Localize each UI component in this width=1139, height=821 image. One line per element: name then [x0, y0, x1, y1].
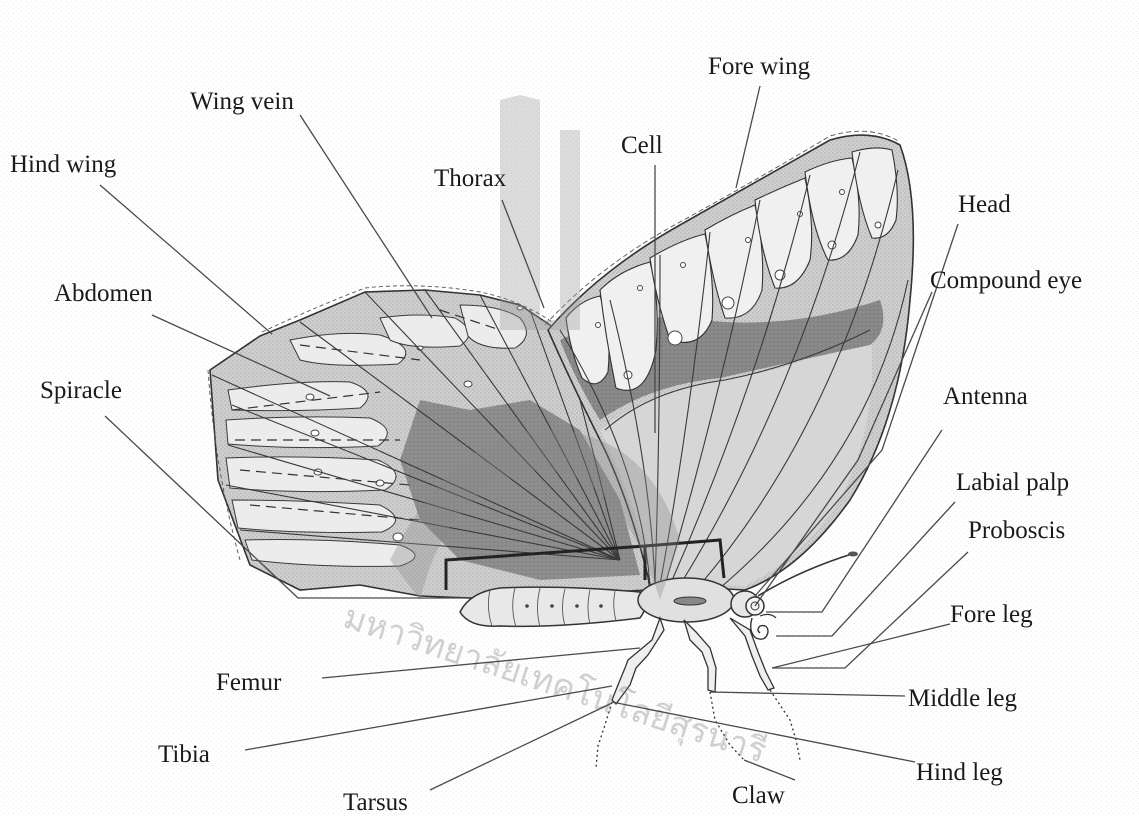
label-fore-wing: Fore wing	[708, 53, 811, 80]
label-spiracle: Spiracle	[40, 377, 122, 404]
label-femur: Femur	[216, 669, 282, 696]
label-head: Head	[958, 191, 1011, 218]
label-claw: Claw	[732, 782, 785, 809]
label-proboscis: Proboscis	[968, 517, 1065, 544]
label-middle-leg: Middle leg	[908, 685, 1018, 712]
label-abdomen: Abdomen	[54, 280, 153, 307]
label-tibia: Tibia	[158, 741, 210, 768]
label-fore-leg: Fore leg	[950, 601, 1033, 628]
label-tarsus: Tarsus	[343, 789, 408, 816]
label-hind-wing: Hind wing	[10, 151, 117, 178]
label-antenna: Antenna	[943, 383, 1028, 410]
label-hind-leg: Hind leg	[916, 759, 1003, 786]
label-thorax: Thorax	[434, 165, 507, 192]
label-wing-vein: Wing vein	[190, 88, 294, 115]
label-labial-palp: Labial palp	[956, 469, 1069, 496]
label-compound-eye: Compound eye	[930, 267, 1082, 294]
label-cell: Cell	[621, 132, 663, 159]
